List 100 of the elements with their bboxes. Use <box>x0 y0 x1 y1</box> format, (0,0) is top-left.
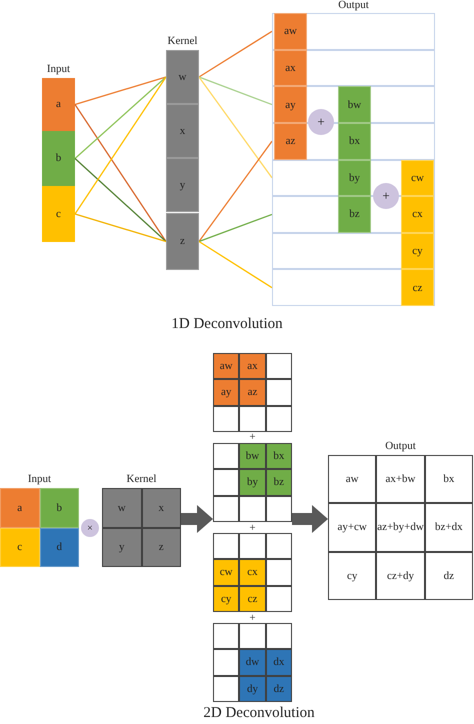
kernel-cell: y <box>166 158 199 212</box>
grid-cell <box>213 533 240 560</box>
grid-cell: bz <box>266 469 292 496</box>
panel-heading: Output <box>385 440 416 452</box>
output-row <box>272 50 435 86</box>
grid-cell <box>213 496 240 522</box>
input-cell: c <box>42 186 75 242</box>
grid-cell <box>266 533 292 560</box>
grid-cell <box>266 586 292 612</box>
product-grid <box>213 353 292 432</box>
block-arrow <box>181 505 213 533</box>
plus-sign: + <box>249 612 256 624</box>
connector-line <box>74 213 166 242</box>
output-cell: dz <box>424 552 473 600</box>
kernel-cell: w <box>166 50 199 104</box>
connector-line <box>74 76 166 106</box>
panel-heading: Output <box>338 0 369 12</box>
grid-cell <box>266 379 292 406</box>
multiply-circle: × <box>81 519 99 537</box>
connector-line <box>198 240 272 288</box>
product-cell: bz <box>338 196 371 233</box>
grid-cell: cy <box>213 586 240 612</box>
connector-line <box>74 76 166 159</box>
product-grid <box>213 533 292 612</box>
connector-line <box>198 30 272 78</box>
input-cell: c <box>0 528 40 567</box>
product-cell: az <box>274 122 307 160</box>
input-cell: a <box>0 488 40 528</box>
grid-cell <box>213 649 240 676</box>
grid-cell <box>239 623 266 650</box>
output-row <box>272 269 435 306</box>
output-cell: bz+dx <box>424 503 473 552</box>
grid-cell: dx <box>266 649 292 676</box>
input-cell: b <box>42 131 75 186</box>
grid-cell <box>266 623 292 650</box>
grid-cell: ay <box>213 379 240 406</box>
connector-line <box>198 76 273 178</box>
product-cell: cw <box>401 160 434 196</box>
panel-heading: Input <box>46 63 70 76</box>
output-row <box>272 86 435 123</box>
input-cell: a <box>42 78 75 131</box>
grid-cell <box>213 469 240 496</box>
output-cell: ax+bw <box>376 455 425 504</box>
kernel-cell: x <box>142 488 181 528</box>
product-cell: bx <box>338 122 371 160</box>
product-cell: cy <box>401 232 434 270</box>
grid-cell: aw <box>213 353 240 380</box>
output-cell: bx <box>424 455 473 504</box>
panel-heading: Kernel <box>126 473 156 486</box>
product-cell: aw <box>274 13 307 50</box>
product-grid <box>213 623 292 702</box>
grid-cell <box>239 496 266 522</box>
grid-cell <box>266 406 292 432</box>
output-cell: cz+dy <box>376 552 425 600</box>
grid-cell: cz <box>239 586 266 612</box>
product-cell: cx <box>401 196 434 233</box>
product-cell: ay <box>274 86 307 123</box>
grid-cell <box>266 559 292 586</box>
grid-cell: by <box>239 469 266 496</box>
grid-cell: ax <box>239 353 266 380</box>
input-cell: d <box>40 528 79 567</box>
product-cell: bw <box>338 86 371 123</box>
output-cell: cy <box>328 552 376 600</box>
product-cell: cz <box>401 269 434 306</box>
panel-heading: Input <box>28 473 52 486</box>
input-cell: b <box>40 488 79 528</box>
kernel-cell: w <box>102 488 142 528</box>
connector-line <box>74 76 167 214</box>
caption: 2D Deconvolution <box>203 706 315 721</box>
connector-line <box>74 158 166 242</box>
plus-sign: + <box>249 432 256 443</box>
grid-cell: bw <box>239 443 266 470</box>
grid-cell <box>239 406 266 432</box>
grid-cell <box>266 353 292 380</box>
kernel-cell: z <box>142 528 181 567</box>
connector-line <box>198 76 272 106</box>
connector-line <box>198 214 272 242</box>
grid-cell: dy <box>239 676 266 702</box>
grid-cell <box>213 623 240 650</box>
grid-cell: dz <box>266 676 292 702</box>
output-row <box>272 232 435 270</box>
block-arrow <box>292 505 328 533</box>
kernel-cell: x <box>166 104 199 158</box>
grid-cell <box>239 533 266 560</box>
plus-sign: + <box>249 522 256 534</box>
product-cell: ax <box>274 50 307 86</box>
grid-cell <box>266 496 292 522</box>
output-cell: aw <box>328 455 376 504</box>
grid-cell: az <box>239 379 266 406</box>
caption: 1D Deconvolution <box>171 317 283 332</box>
output-row <box>272 13 435 50</box>
grid-cell <box>213 406 240 432</box>
grid-cell: bx <box>266 443 292 470</box>
connector-line <box>198 140 273 242</box>
output-cell: ay+cw <box>328 503 376 552</box>
output-cell: az+by+dw <box>376 503 425 552</box>
grid-cell: dw <box>239 649 266 676</box>
product-grid <box>213 443 292 522</box>
panel-heading: Kernel <box>168 35 198 48</box>
connector-line <box>74 104 167 242</box>
